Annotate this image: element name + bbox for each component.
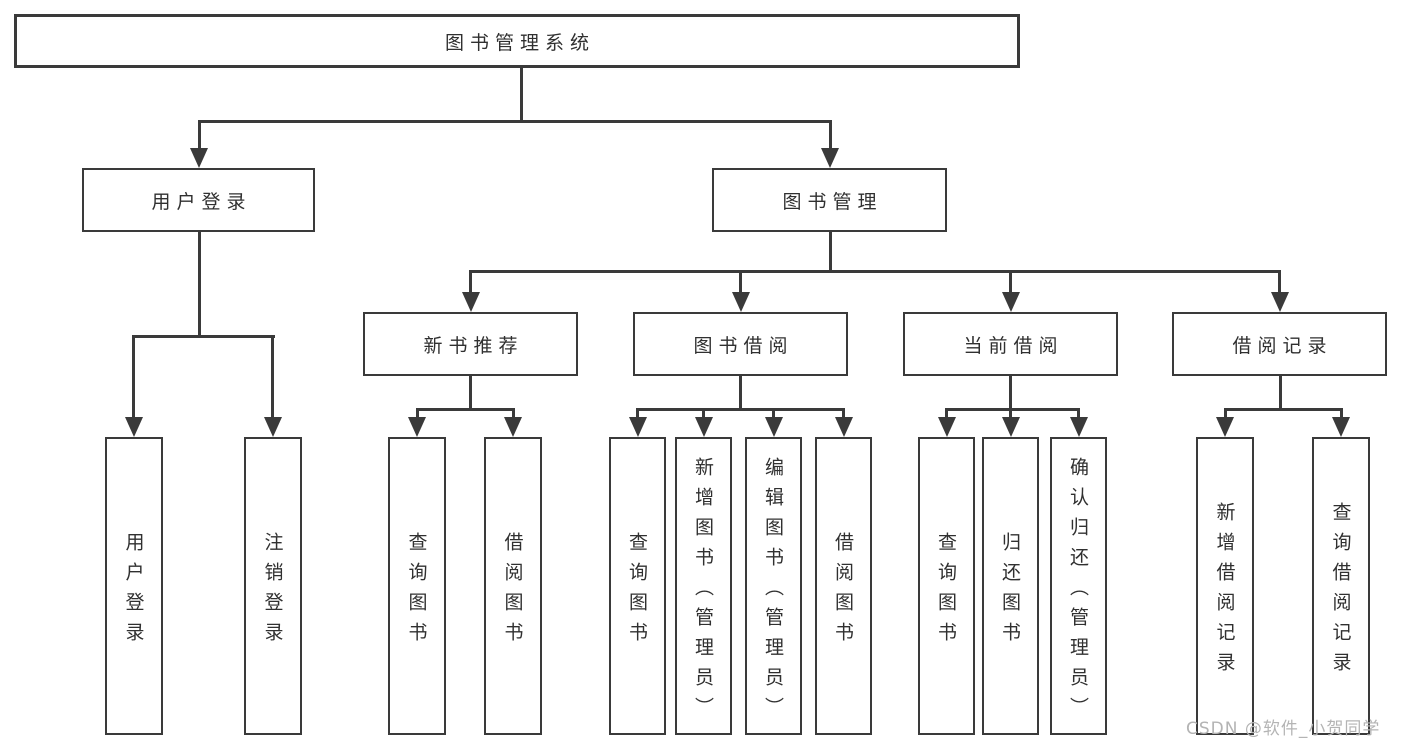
connector-book-borrow-stub (739, 376, 742, 410)
leaf-label: 查询图书 (626, 531, 648, 652)
node-label: 图书管理系统 (444, 31, 595, 54)
connector-borrow-records-stub (1279, 376, 1282, 410)
arrowhead-book-mgmt (821, 148, 839, 168)
leaf-add-books-admin: 新增图书（管理员） (675, 437, 732, 735)
node-book-management: 图书管理 (712, 168, 947, 232)
arrowhead-user-login (190, 148, 208, 168)
node-current-borrowing: 当前借阅 (903, 312, 1118, 376)
leaf-label: 确认归还（管理员） (1067, 456, 1089, 727)
connector-leaf-drop (1009, 408, 1012, 419)
connector-level3-rail (469, 270, 1281, 273)
arrowhead-new-book (462, 292, 480, 312)
connector-root-stub (520, 68, 523, 122)
leaf-return-books: 归还图书 (982, 437, 1039, 735)
connector-leaf-drop (1224, 408, 1227, 419)
arrowhead-login-leaf (125, 417, 143, 437)
connector-logout-leaf-drop (271, 335, 274, 419)
leaf-label: 查询图书 (405, 531, 428, 652)
connector-login-leaf-drop (132, 335, 135, 419)
connector-leaf-drop (636, 408, 639, 419)
arrowhead-leaf (504, 417, 522, 437)
connector-current-borrow-rail (945, 408, 1080, 411)
connector-book-borrow-drop (739, 270, 742, 294)
connector-current-borrow-drop (1009, 270, 1012, 294)
node-book-management-system: 图书管理系统 (14, 14, 1020, 68)
connector-leaf-drop (842, 408, 845, 419)
leaf-borrow-books-recommend: 借阅图书 (484, 437, 542, 735)
node-label: 图书管理 (782, 190, 883, 213)
connector-user-login-drop (198, 120, 201, 152)
connector-user-login-stub (198, 232, 201, 337)
node-label: 当前借阅 (963, 334, 1064, 357)
connector-borrow-records-drop (1278, 270, 1281, 294)
leaf-edit-books-admin: 编辑图书（管理员） (745, 437, 802, 735)
arrowhead-leaf (695, 417, 713, 437)
arrowhead-leaf (765, 417, 783, 437)
connector-leaf-drop (702, 408, 705, 419)
node-borrowing-records: 借阅记录 (1172, 312, 1387, 376)
leaf-label: 查询借阅记录 (1329, 501, 1352, 682)
leaf-label: 新增借阅记录 (1213, 501, 1236, 682)
leaf-user-login: 用户登录 (105, 437, 163, 735)
leaf-label: 归还图书 (999, 531, 1021, 652)
connector-new-book-drop (469, 270, 472, 294)
leaf-label: 新增图书（管理员） (692, 456, 714, 727)
node-label: 图书借阅 (693, 334, 794, 357)
arrowhead-leaf (629, 417, 647, 437)
leaf-query-books-recommend: 查询图书 (388, 437, 446, 735)
watermark: CSDN @软件_小贺同学 (1186, 719, 1381, 739)
leaf-add-borrow-record: 新增借阅记录 (1196, 437, 1254, 735)
node-label: 借阅记录 (1232, 334, 1333, 357)
arrowhead-leaf (1332, 417, 1350, 437)
connector-leaf-drop (772, 408, 775, 419)
leaf-query-borrow-record: 查询借阅记录 (1312, 437, 1370, 735)
connector-user-login-rail (132, 335, 275, 338)
arrowhead-leaf (835, 417, 853, 437)
arrowhead-borrow-records (1271, 292, 1289, 312)
leaf-label: 用户登录 (122, 531, 145, 652)
node-label: 新书推荐 (423, 334, 524, 357)
leaf-confirm-return-admin: 确认归还（管理员） (1050, 437, 1107, 735)
leaf-label: 借阅图书 (501, 531, 524, 652)
connector-new-book-stub (469, 376, 472, 410)
leaf-label: 查询图书 (935, 531, 957, 652)
arrowhead-leaf (938, 417, 956, 437)
node-book-borrowing: 图书借阅 (633, 312, 848, 376)
connector-book-mgmt-drop (829, 120, 832, 152)
arrowhead-leaf (1002, 417, 1020, 437)
arrowhead-leaf (408, 417, 426, 437)
node-label: 用户登录 (151, 190, 252, 213)
connector-book-borrow-rail (636, 408, 845, 411)
connector-leaf-drop (416, 408, 419, 419)
connector-borrow-records-rail (1224, 408, 1343, 411)
leaf-label: 编辑图书（管理员） (762, 456, 784, 727)
connector-current-borrow-stub (1009, 376, 1012, 410)
connector-book-mgmt-stub (829, 232, 832, 272)
connector-level2-rail (198, 120, 832, 123)
arrowhead-leaf (1216, 417, 1234, 437)
leaf-query-books-current: 查询图书 (918, 437, 975, 735)
connector-leaf-drop (945, 408, 948, 419)
arrowhead-book-borrow (732, 292, 750, 312)
leaf-logout: 注销登录 (244, 437, 302, 735)
leaf-label: 借阅图书 (832, 531, 854, 652)
leaf-label: 注销登录 (261, 531, 284, 652)
connector-leaf-drop (1340, 408, 1343, 419)
connector-leaf-drop (512, 408, 515, 419)
node-new-book-recommend: 新书推荐 (363, 312, 578, 376)
connector-leaf-drop (1077, 408, 1080, 419)
node-user-login: 用户登录 (82, 168, 315, 232)
arrowhead-current-borrow (1002, 292, 1020, 312)
arrowhead-logout-leaf (264, 417, 282, 437)
arrowhead-leaf (1070, 417, 1088, 437)
connector-new-book-rail (416, 408, 515, 411)
leaf-borrow-books-borrowing: 借阅图书 (815, 437, 872, 735)
leaf-query-books-borrowing: 查询图书 (609, 437, 666, 735)
